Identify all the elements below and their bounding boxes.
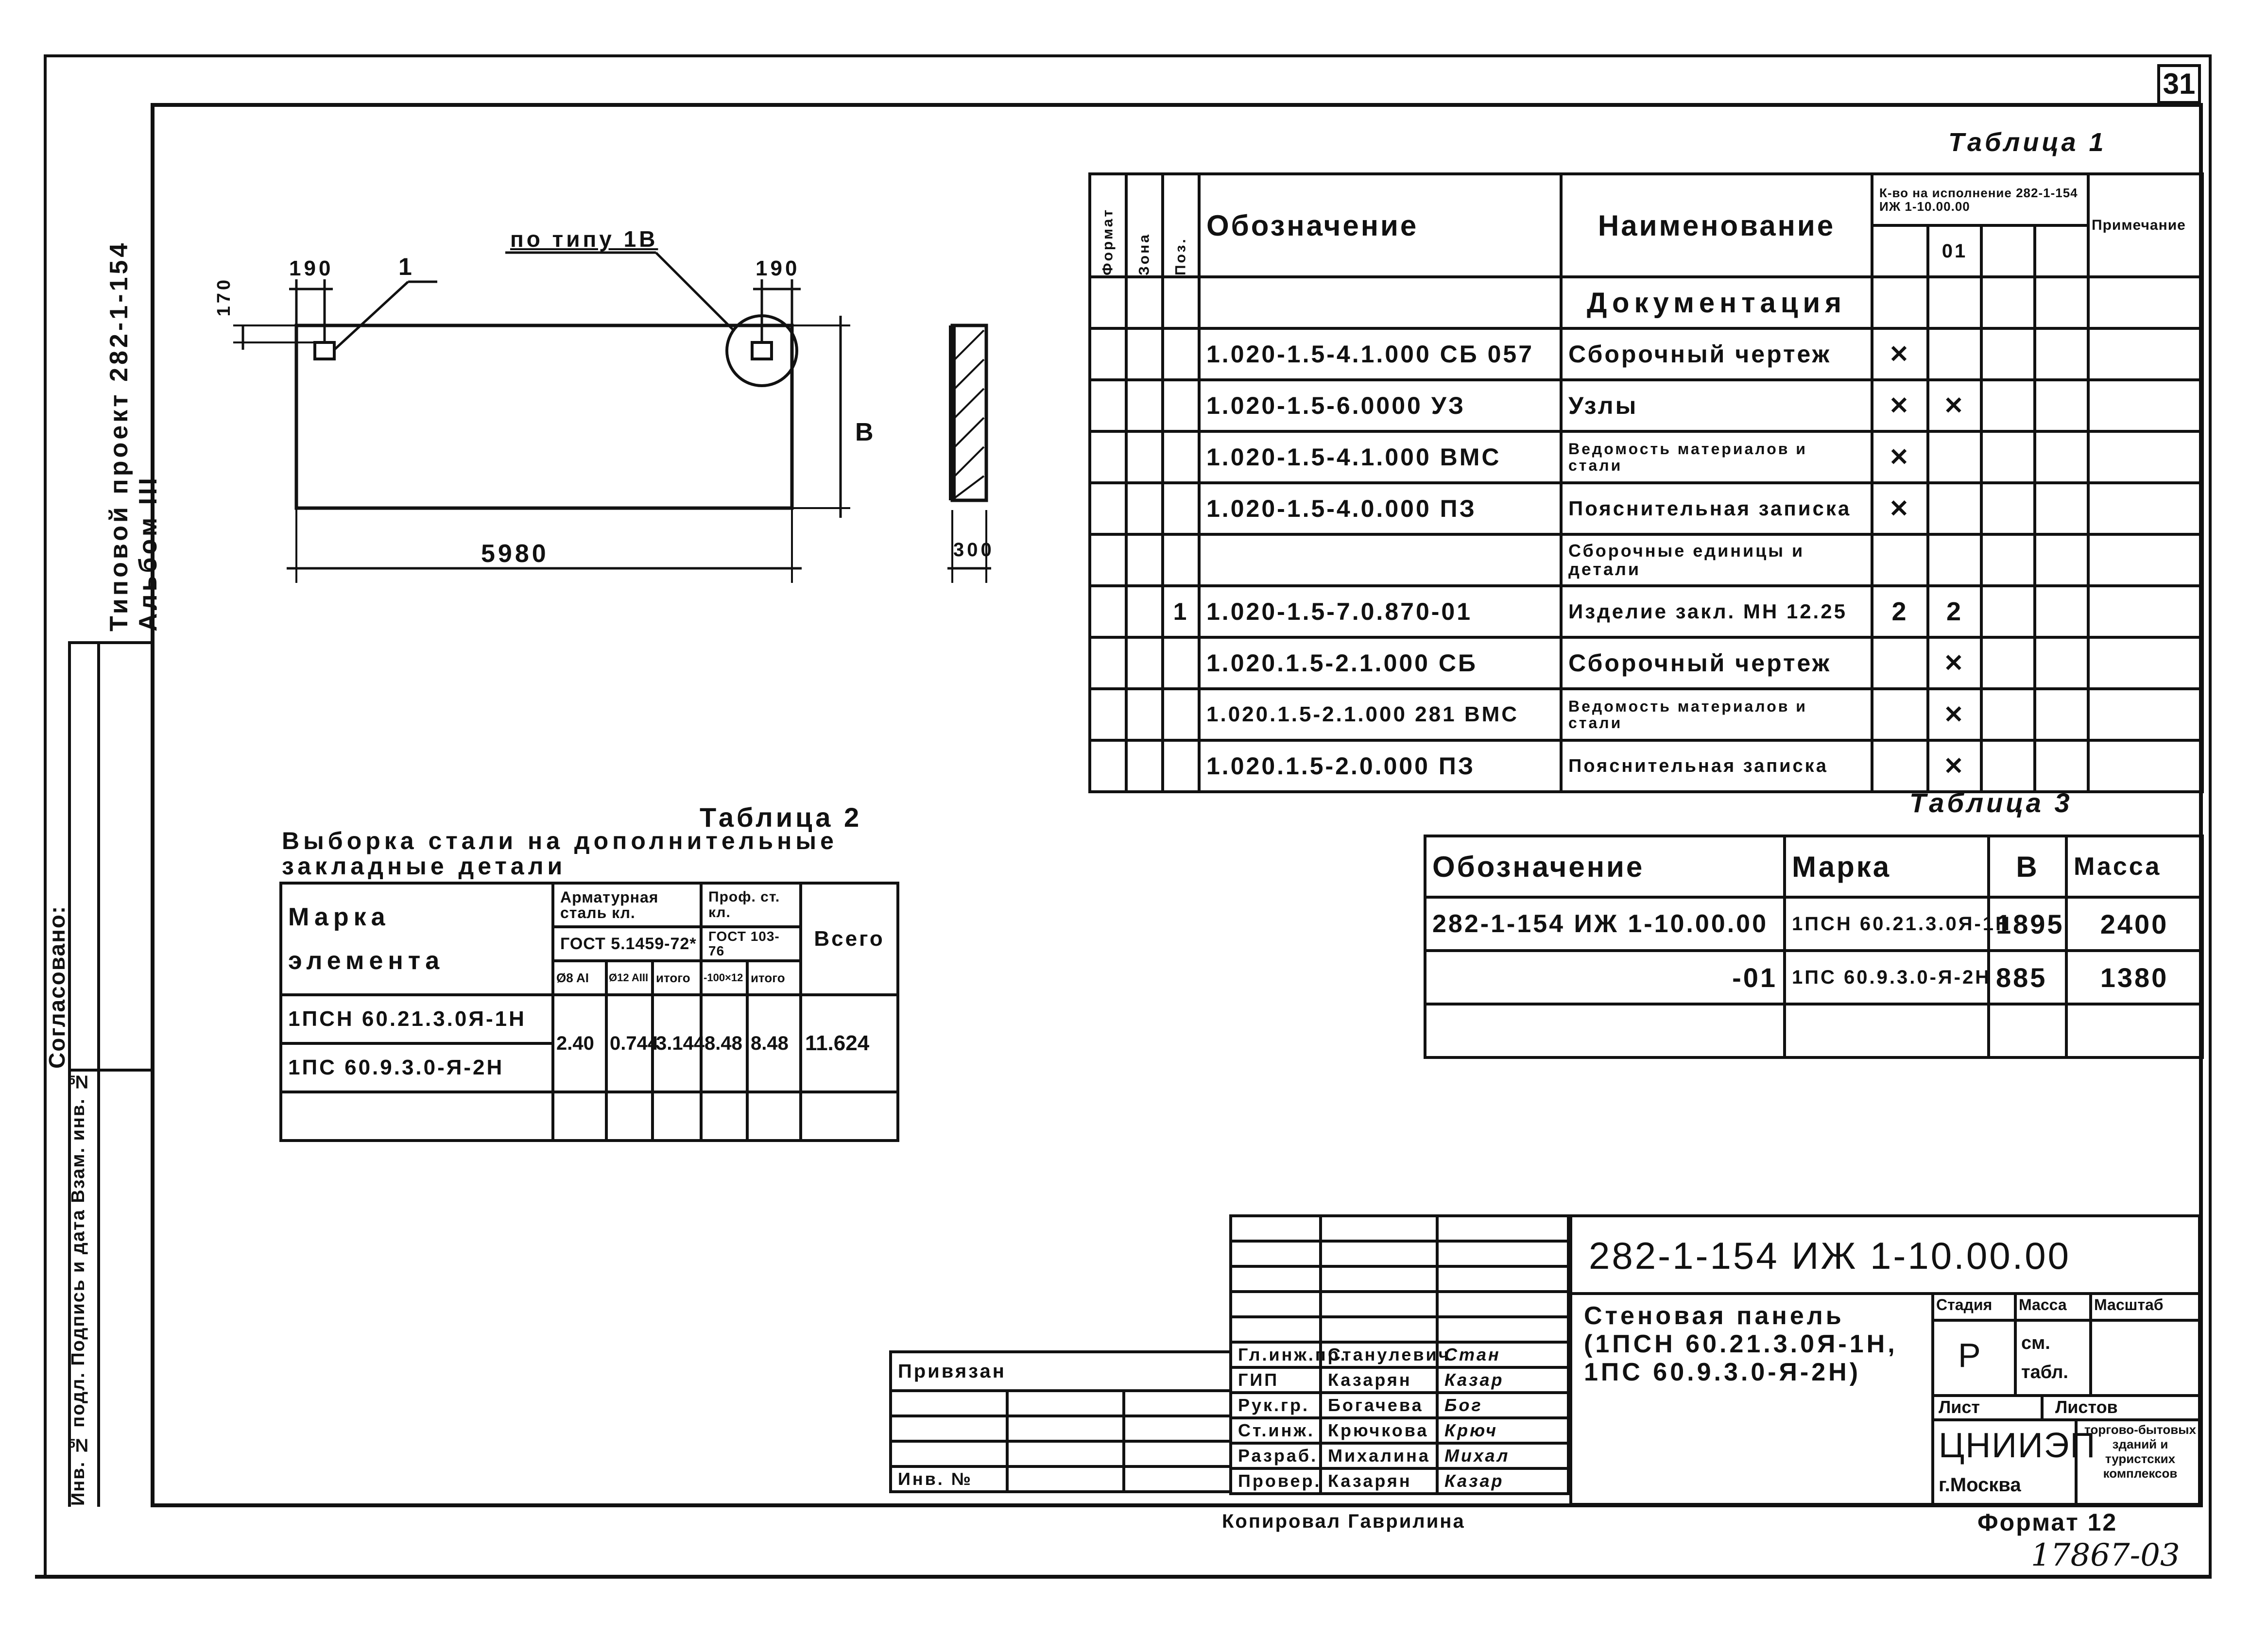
table-row: 1ПСН 60.21.3.0Я-1Н 2.40 0.744 3.144 8.48… (279, 993, 900, 1093)
stamp-privyazan-grid: Привязан Инв. № (889, 1350, 1232, 1493)
table1-header-name: Наименование (1560, 172, 1873, 278)
table1-header-zone: Зона (1126, 174, 1163, 277)
archive-number: 17867-03 (2031, 1537, 2180, 1573)
table1-header-designation: Обозначение (1198, 172, 1563, 278)
table2-header-a1: Ø8 AI (551, 959, 608, 996)
table2-header-armature: Арматурная сталь кл. (551, 882, 703, 928)
table2-header-armature-gost: ГОСТ 5.1459-72* (551, 925, 703, 962)
stamp-privyazan: Привязан (889, 1350, 1232, 1392)
table1-header-qty-col: 01 (1926, 224, 1983, 278)
table2-header-profile-gost: ГОСТ 103-76 (700, 925, 803, 962)
outer-frame-left (44, 54, 47, 1575)
format-label: Формат 12 (1977, 1509, 2118, 1536)
table-row (1424, 1003, 2204, 1059)
table-row: Документация (1088, 275, 2204, 330)
table1: Формат Зона Поз. Обозначение Наименовани… (1088, 172, 2204, 793)
stamp-mass: см. табл. (2021, 1333, 2068, 1382)
table2-header-p1: -100×12 (700, 959, 749, 996)
dim-top-right: 190 (756, 256, 800, 280)
table2-header-a-total: итого (651, 959, 703, 996)
leader-type-label: по типу 1В (510, 226, 658, 252)
side-strip-divider (97, 641, 100, 1507)
table3-header-designation: Обозначение (1424, 835, 1786, 899)
stamp-scale-label: Масштаб (2094, 1296, 2164, 1313)
table3-header-mass: Масса (2065, 835, 2204, 899)
table-row (279, 1091, 900, 1142)
stamp-sheet-label: Лист (1939, 1397, 1980, 1417)
embed-part-left (313, 341, 336, 360)
dim-bottom-length: 5980 (481, 540, 549, 568)
table-row: 1ПС 60.9.3.0-Я-2Н (279, 1042, 898, 1093)
inner-frame-bottom (151, 1503, 2203, 1507)
dim-height: В (855, 418, 876, 446)
side-strip-mid (68, 1069, 151, 1072)
leader-1-label: 1 (398, 253, 415, 280)
dim-left-small: 170 (214, 277, 234, 317)
table1-header-qty-base (1871, 224, 1929, 278)
stamp-stage: Р (1958, 1336, 1981, 1374)
table1-header-note: Примечание (2087, 172, 2204, 278)
dim-top-left: 190 (289, 256, 334, 280)
table1-title: Таблица 1 (1948, 128, 2107, 157)
embed-part-right (751, 341, 773, 360)
side-strip-left (68, 641, 71, 1507)
inner-frame-right (2199, 103, 2203, 1507)
stamp-org-desc: торгово-бытовых зданий и туристских комп… (2084, 1422, 2196, 1481)
side-project-title: Типовой проект 282-1-154 Альбом III (105, 240, 162, 631)
table3-title: Таблица 3 (1909, 787, 2073, 818)
table3-header-mark: Марка (1783, 835, 1990, 899)
stamp-title: Стеновая панель (1ПСН 60.21.3.0Я-1Н, 1ПС… (1584, 1302, 1898, 1386)
table3: Обозначение Марка В Масса 282-1-154 ИЖ 1… (1424, 835, 2204, 1059)
panel-outline (294, 324, 794, 510)
table2-title: Выборка стали на дополнительные закладны… (282, 827, 838, 880)
table2-header-profile: Проф. ст. кл. (700, 882, 803, 928)
table1-header-pos: Поз. (1163, 174, 1199, 277)
sheet-number: 31 (2157, 64, 2201, 104)
table2-label: Таблица 2 (700, 802, 862, 833)
panel-drawing (233, 251, 991, 583)
inner-frame-top (151, 103, 2203, 107)
table1-header-empty1 (1980, 224, 2036, 278)
inner-frame-left (151, 103, 155, 1507)
table2-header-element: Марка элемента (279, 882, 554, 996)
dim-section: 300 (953, 539, 995, 561)
stamp-inv: Инв. № (889, 1465, 1009, 1493)
table1-header-qty: К-во на исполнение 282-1-154 ИЖ 1-10.00.… (1870, 172, 2090, 227)
stamp-stage-label: Стадия (1936, 1296, 1993, 1313)
outer-frame-bottom (35, 1575, 2212, 1579)
table-row: Сборочные единицы и детали (1088, 533, 2204, 587)
side-inventory-label: Инв. № подл. Подпись и дата Взам. инв. № (68, 1070, 88, 1506)
table2: Марка элемента Арматурная сталь кл. Проф… (279, 882, 900, 1142)
table1-header-format: Формат (1090, 174, 1126, 277)
stamp-main (1569, 1214, 2201, 1506)
side-strip-top (68, 641, 151, 644)
stamp-code: 282-1-154 ИЖ 1-10.00.00 (1589, 1234, 2071, 1277)
table2-header-total: Всего (799, 882, 900, 996)
stamp-org: ЦНИИЭП (1939, 1426, 2096, 1465)
stamp-city: г.Москва (1939, 1474, 2021, 1496)
stamp-sheets-label: Листов (2055, 1397, 2118, 1417)
table1-header-empty2 (2033, 224, 2090, 278)
stamp-mass-label: Масса (2019, 1296, 2067, 1313)
side-agreed-label: Согласовано: (44, 905, 69, 1069)
table3-header-b: В (1987, 835, 2068, 899)
outer-frame-top (44, 54, 2211, 57)
copied-by: Копировал Гаврилина (1222, 1511, 1465, 1532)
table2-header-a2: Ø12 AIII (605, 959, 654, 996)
outer-frame-right (2209, 54, 2212, 1579)
table2-header-p-total: итого (746, 959, 803, 996)
